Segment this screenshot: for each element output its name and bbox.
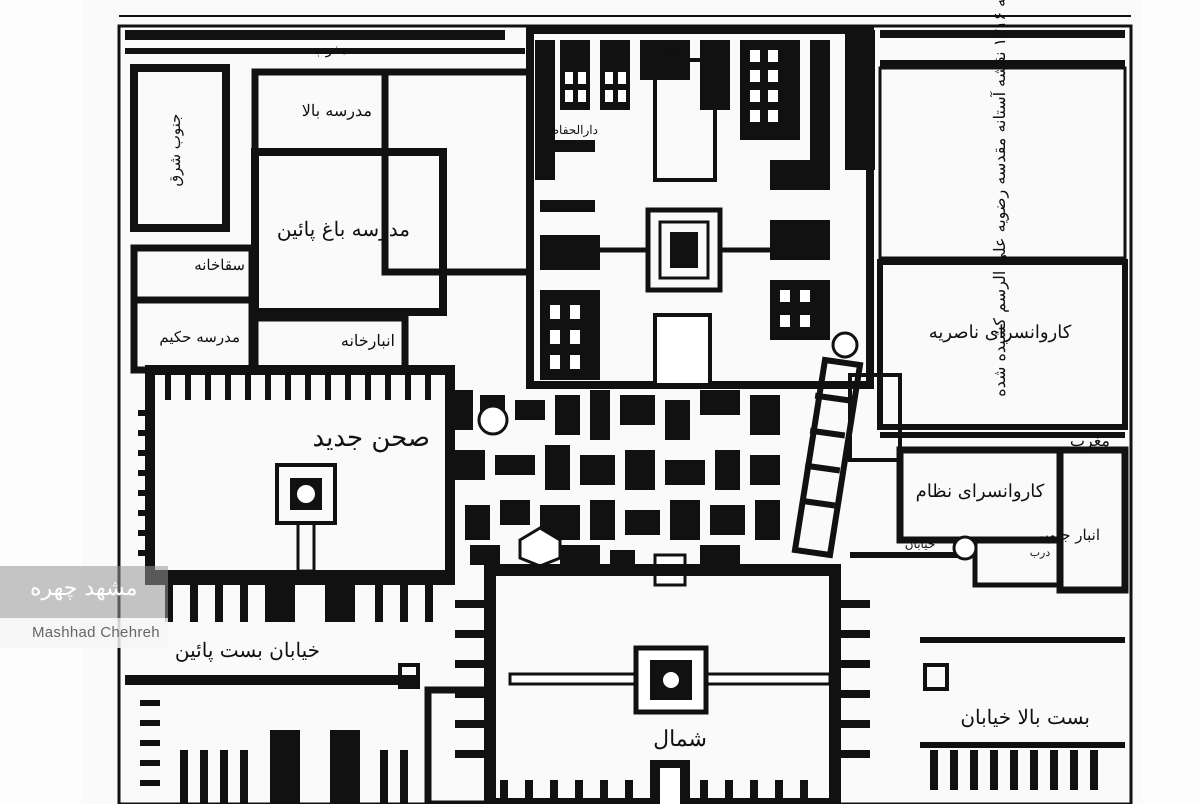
label-kavansara-nezam: کاروانسرای نظام xyxy=(916,481,1045,502)
octagon-room xyxy=(518,526,562,568)
label-bast-bala: بست بالا خیابان xyxy=(960,705,1090,729)
label-left-building: جنوب شرق xyxy=(166,114,184,187)
label-sakinah: سقاخانه xyxy=(194,256,245,274)
junction-dome xyxy=(831,331,859,359)
label-bast-paeen: خیابان بست پائین xyxy=(175,638,320,662)
inscription-text: در تاریخ سنه ۱۳۱۶ نقشه آستانه مقدسه رضوی… xyxy=(989,0,1009,397)
label-north: شمال xyxy=(653,727,707,752)
label-school-hakim: مدرسه حکیم xyxy=(159,328,240,346)
label-school-bagh-paeen: مدرسه باغ پائین xyxy=(277,217,410,241)
watermark-caption: Mashhad Chehreh xyxy=(32,624,160,641)
left-building-1 xyxy=(130,64,230,232)
small-block xyxy=(972,537,1063,588)
top-street-wall-2 xyxy=(125,48,525,54)
haram-portico xyxy=(653,58,717,182)
south-storage xyxy=(1056,446,1129,594)
label-qibla: قبله xyxy=(660,43,683,59)
shrine-dome-1 xyxy=(477,404,509,436)
label-anbar-jonubi: انبار جنوبی xyxy=(1032,526,1100,544)
label-bagh: مدرسه بالا xyxy=(302,101,372,120)
label-anbar-khaneh: انبارخانه xyxy=(341,331,395,350)
north-iwan-opening xyxy=(660,768,680,804)
top-chambers xyxy=(535,30,875,180)
new-sahn-arcade-bottom xyxy=(150,570,450,622)
new-sahn-pavilion-pool xyxy=(297,485,315,503)
plan-sheet xyxy=(82,0,1142,804)
new-sahn-arcade-left xyxy=(138,410,152,556)
label-west: مغرب xyxy=(1070,431,1110,450)
watermark-caption-bar: Mashhad Chehreh xyxy=(0,618,168,648)
left-chamber-windows xyxy=(550,305,580,369)
label-new-sahn: صحن جدید xyxy=(312,423,430,453)
side-chambers-right xyxy=(770,160,830,340)
holy-tomb-core xyxy=(670,232,698,268)
label-kavansara-nasereh: کاروانسرای ناصریه xyxy=(929,322,1072,343)
chamber-maze xyxy=(455,390,780,565)
top-right-wall-2 xyxy=(880,60,1125,68)
label-dargah: درب xyxy=(1030,546,1051,559)
watermark: مشهد چهره Mashhad Chehreh xyxy=(0,566,168,648)
lower-right-arcade xyxy=(930,750,1098,790)
old-sahn-fountain xyxy=(661,670,681,690)
new-sahn-arcade-top xyxy=(165,372,431,400)
school-bagh-paeen-block xyxy=(251,148,447,316)
lower-gate-block xyxy=(424,686,492,804)
right-chamber-windows xyxy=(780,290,810,327)
old-sahn-arcade-left xyxy=(455,600,490,758)
nasereh-caravanserai xyxy=(877,259,1128,430)
holy-tomb-inner xyxy=(658,220,710,280)
bast-gate-pier xyxy=(398,663,420,689)
lane-dome xyxy=(952,535,978,561)
label-darol-hefaz: دارالحفاظ xyxy=(548,123,598,137)
bast-bala-gate-pier xyxy=(923,663,949,691)
watermark-logo: مشهد چهره xyxy=(0,566,168,618)
lower-left-arcade xyxy=(140,700,408,804)
label-top-street: مغرب xyxy=(312,42,347,58)
top-street-wall xyxy=(125,30,505,40)
south-iwan xyxy=(653,313,712,387)
new-sahn-path xyxy=(296,521,316,573)
top-chamber-windows xyxy=(565,50,778,122)
old-sahn-arcade-bottom xyxy=(500,780,808,804)
top-right-wall xyxy=(880,30,1125,38)
diagonal-passage xyxy=(791,356,864,559)
label-lane: خیابان xyxy=(905,537,936,551)
old-sahn-arcade-right xyxy=(835,600,870,758)
diagonal-passage-rungs xyxy=(799,392,851,509)
east-gate-block xyxy=(848,373,902,462)
watermark-logo-text: مشهد چهره xyxy=(30,576,138,601)
inscription-panel xyxy=(878,66,1127,260)
